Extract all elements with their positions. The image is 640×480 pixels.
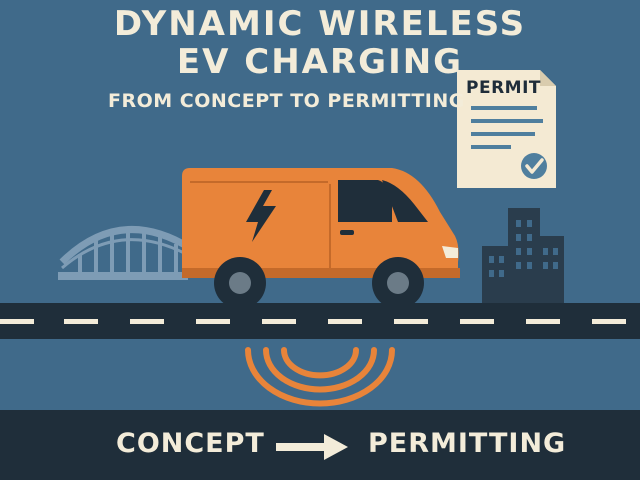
bridge-icon [58, 226, 192, 280]
arrow-right-icon [276, 434, 348, 460]
lightning-bolt-icon [246, 190, 276, 242]
van-rear-wheel [214, 257, 266, 309]
city-skyline-icon [482, 208, 564, 304]
wireless-signal-icon [245, 347, 395, 407]
flow-from-label: CONCEPT [116, 428, 265, 459]
checkmark-icon [521, 153, 547, 179]
subtitle: FROM CONCEPT TO PERMITTING [108, 90, 465, 112]
van [182, 168, 460, 278]
permit-label: PERMIT [466, 78, 542, 98]
title-line-1: DYNAMIC WIRELESS [113, 4, 527, 44]
flow-to-label: PERMITTING [368, 428, 567, 459]
title-line-2: EV CHARGING [176, 42, 464, 82]
van-front-wheel [372, 257, 424, 309]
road [0, 303, 640, 339]
